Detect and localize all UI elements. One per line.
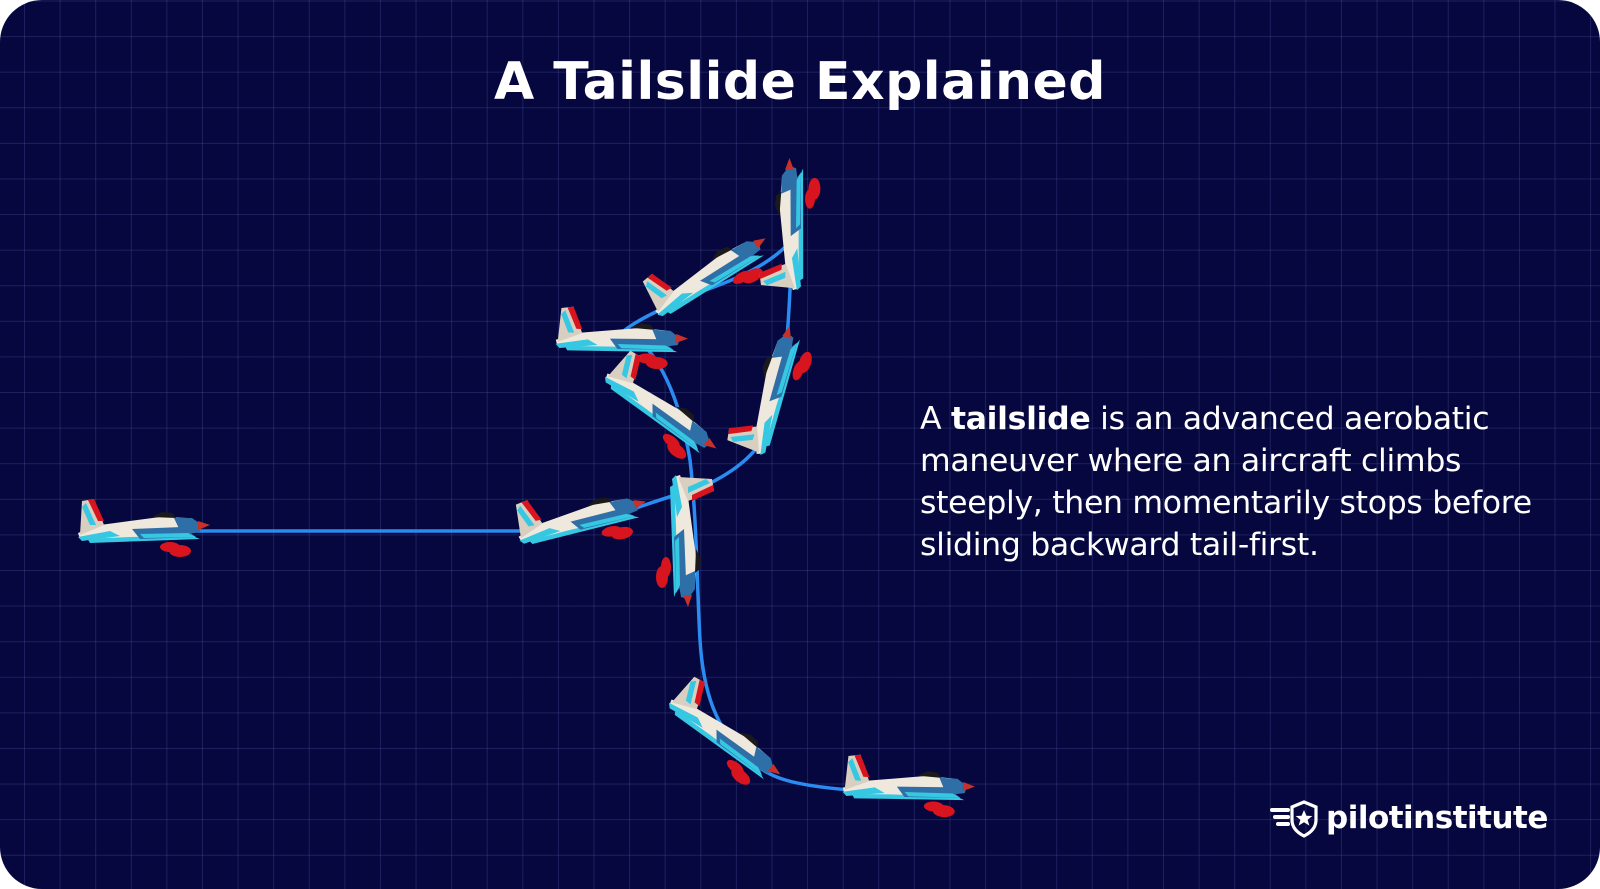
description-suffix: is an advanced aerobatic maneuver where … <box>920 401 1532 563</box>
page-title: A Tailslide Explained <box>493 52 1107 112</box>
brand-logo: pilotinstitute <box>1270 798 1548 838</box>
description-term: tailslide <box>950 401 1091 437</box>
aircraft-4-climb <box>724 317 821 462</box>
flight-path <box>188 238 907 794</box>
aircraft-2-pull-up <box>511 476 653 561</box>
aircraft-3-vertical-dive <box>656 475 714 607</box>
aircraft-5-vertical-apex <box>758 157 822 292</box>
aircraft-1-level-entry <box>78 499 210 557</box>
description-text: A tailslide is an advanced aerobatic man… <box>920 398 1560 566</box>
aircraft-9-recovery <box>656 672 797 800</box>
brand-name: pilotinstitute <box>1326 800 1548 836</box>
aircraft-10-level-exit <box>841 753 977 819</box>
description-prefix: A <box>920 401 951 437</box>
winged-shield-star-icon <box>1270 800 1318 838</box>
